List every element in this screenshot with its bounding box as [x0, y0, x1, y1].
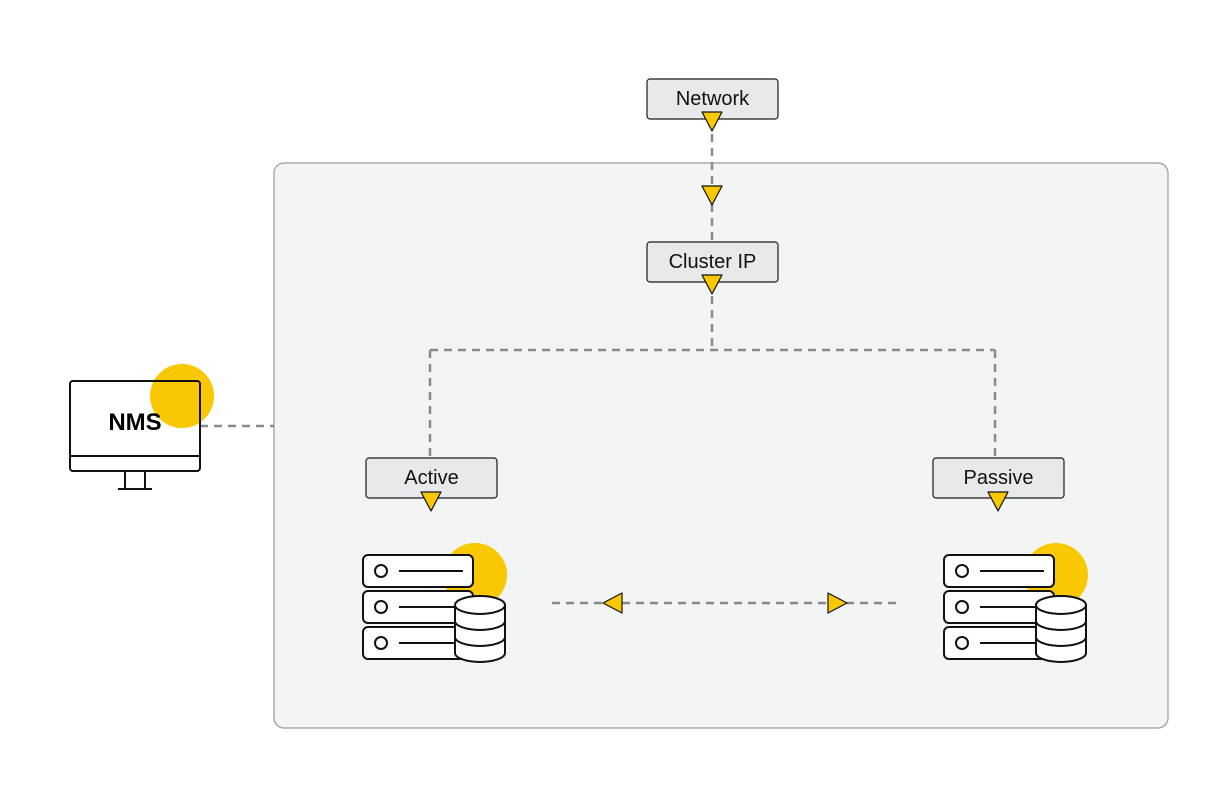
active-server-icon [362, 543, 507, 663]
passive-server-icon [943, 543, 1088, 663]
replication-right-arrow-icon [827, 592, 848, 614]
nms-monitor-icon: NMS [69, 364, 214, 490]
passive-label-text: Passive [963, 467, 1033, 489]
passive-out-arrow-icon [987, 491, 1009, 512]
cluster-ip-in-arrow-icon [701, 185, 723, 206]
active-label: Active [365, 457, 498, 499]
cluster-ip-out-arrow-icon [701, 274, 723, 295]
cluster-ip-label: Cluster IP [646, 241, 779, 283]
passive-label: Passive [932, 457, 1065, 499]
nms-label: NMS [108, 409, 161, 436]
replication-left-arrow-icon [602, 592, 623, 614]
active-label-text: Active [404, 467, 458, 489]
network-label-text: Network [676, 88, 750, 110]
active-out-arrow-icon [420, 491, 442, 512]
network-out-arrow-icon [701, 111, 723, 132]
cluster-ip-label-text: Cluster IP [669, 251, 757, 273]
